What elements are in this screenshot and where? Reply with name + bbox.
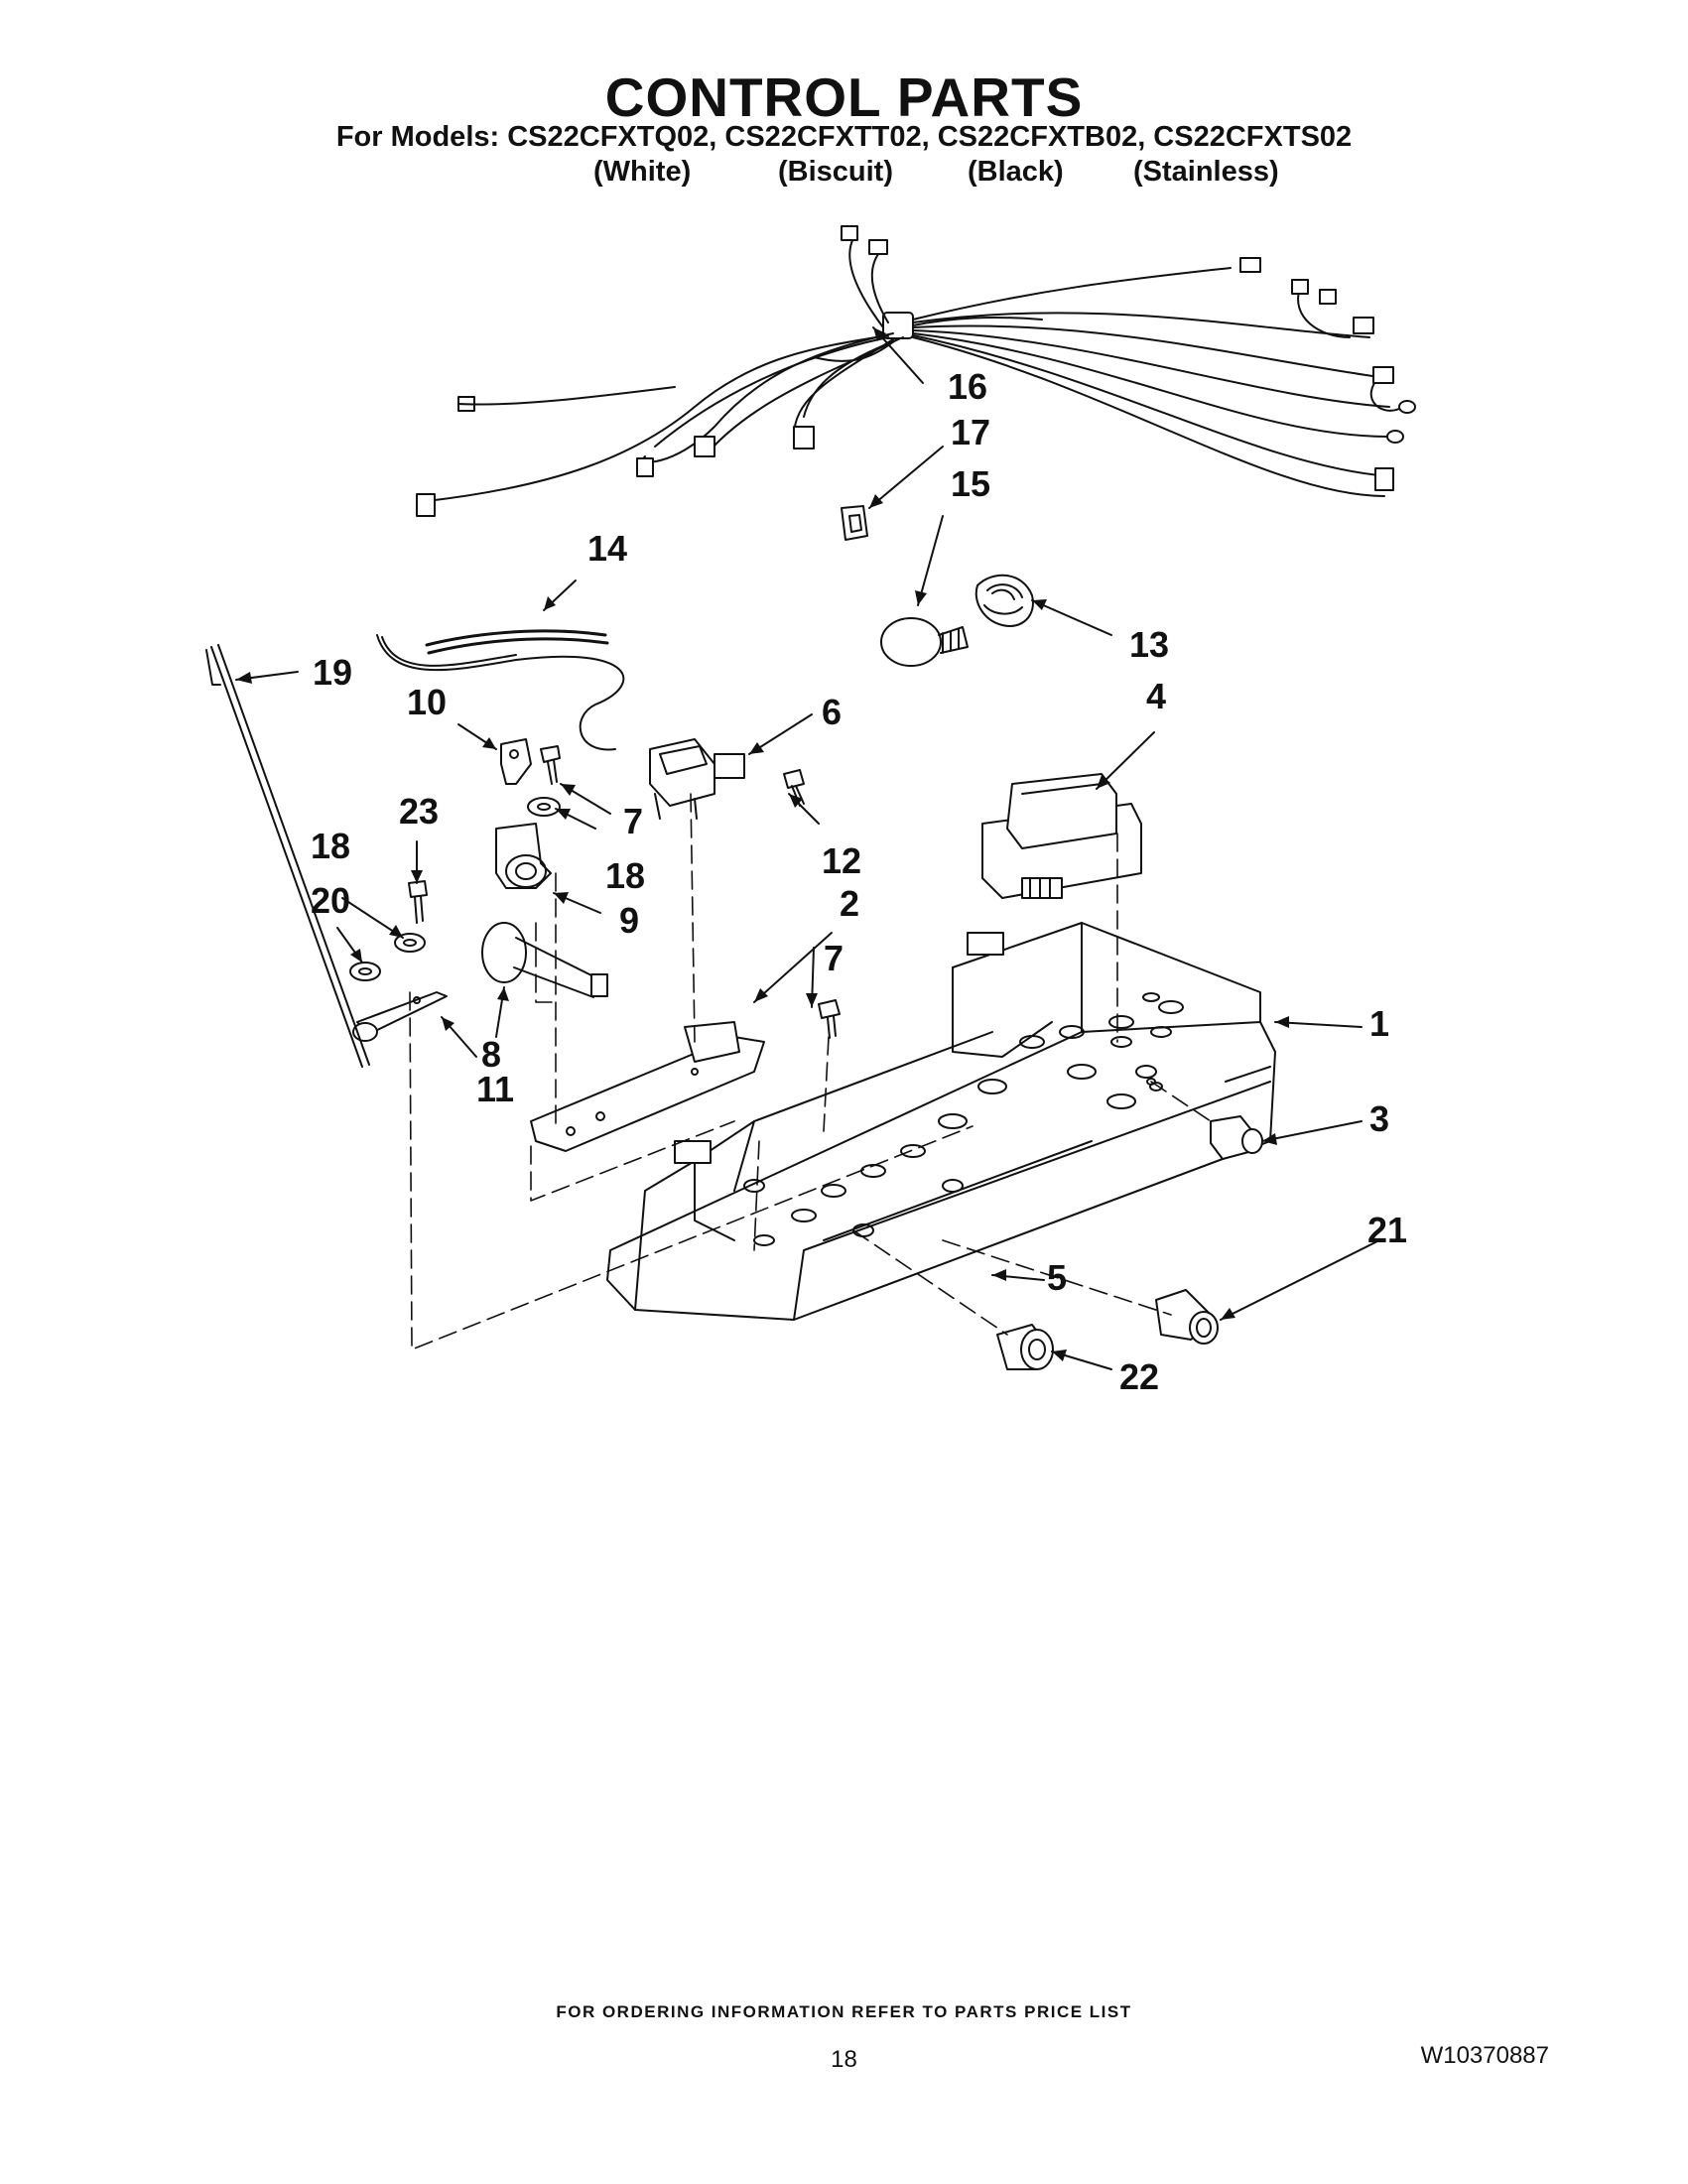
lever-11 [352,991,448,1042]
callout-16: 16 [948,366,987,407]
callout-9: 9 [619,900,639,941]
holder-9 [495,823,552,889]
callout-18b: 18 [605,855,645,896]
callout-13: 13 [1129,624,1169,665]
callout-1: 1 [1369,1003,1389,1044]
button-22 [996,1324,1054,1370]
callout-4: 4 [1146,676,1166,716]
part-17-clip [841,505,868,541]
variant-biscuit: (Biscuit) [778,156,893,188]
assembly-lines [409,793,1212,1350]
models-line: For Models: CS22CFXTQ02, CS22CFXTT02, CS… [335,121,1353,153]
bulb-socket [974,574,1034,627]
callout-12: 12 [822,840,861,881]
callout-5: 5 [1047,1257,1067,1298]
control-knob [481,922,608,998]
page-number: 18 [831,2046,857,2073]
control-housing [606,922,1276,1321]
callout-21: 21 [1367,1210,1407,1250]
arrow-heads [236,327,1289,1361]
light-bulb [880,617,969,667]
variant-black: (Black) [968,156,1064,188]
callout-2: 2 [840,883,859,924]
callout-8: 8 [481,1034,501,1075]
bracket-10 [500,738,532,785]
ballast [981,773,1142,899]
callout-22: 22 [1119,1356,1159,1397]
rod-19 [205,644,370,1068]
capillary-tube [376,629,625,751]
callout-23: 23 [399,791,439,832]
variant-stainless: (Stainless) [1133,156,1279,188]
screws [408,745,972,1257]
callout-labels: 1 2 3 4 5 6 7 8 9 10 11 12 13 14 15 16 1… [311,366,1407,1397]
wire-harness [416,225,1416,517]
callout-10: 10 [407,682,447,722]
callout-14: 14 [587,528,627,569]
document-number: W10370887 [1420,2042,1549,2069]
variant-white: (White) [593,156,692,188]
button-21 [1155,1289,1219,1345]
callout-6: 6 [822,692,842,732]
switch-3 [1210,1115,1263,1160]
callout-18: 18 [311,826,350,866]
callout-3: 3 [1369,1098,1389,1139]
callout-19: 19 [313,652,352,693]
page-title: CONTROL PARTS [604,66,1084,128]
callout-11: 11 [476,1069,514,1109]
mounting-plate [530,1021,765,1152]
thermostat [649,738,745,820]
callout-20: 20 [311,880,350,921]
callout-17: 17 [951,412,990,452]
callout-7: 7 [623,801,643,841]
callout-15: 15 [951,463,990,504]
ordering-note: FOR ORDERING INFORMATION REFER TO PARTS … [556,2002,1132,2021]
callout-7b: 7 [824,938,844,978]
